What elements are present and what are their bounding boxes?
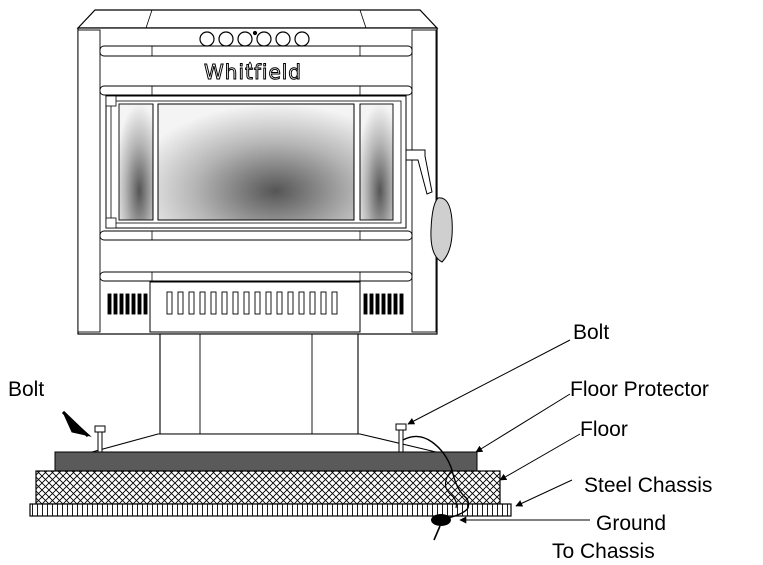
- left-bolt: [94, 425, 106, 453]
- handle-grip: [430, 197, 453, 263]
- ash-rail: [99, 271, 413, 282]
- lower-door-rail: [99, 230, 413, 241]
- flame-icon: [248, 61, 252, 70]
- upper-door-rail: [99, 85, 413, 96]
- base-plate: [91, 433, 437, 453]
- label-floor-protector: Floor Protector: [570, 378, 709, 401]
- left-side-vents: [107, 293, 148, 315]
- lower-hinge: [105, 217, 117, 229]
- steel-chassis: [29, 503, 512, 517]
- control-knobs: [199, 30, 310, 47]
- ground-lug: [431, 514, 451, 526]
- stove: Whitfield: [76, 9, 453, 453]
- pedestal: [159, 333, 359, 435]
- top-rail: [99, 45, 413, 57]
- label-bolt-right: Bolt: [573, 321, 609, 344]
- right-side-vents: [363, 293, 404, 315]
- label-steel-chassis: Steel Chassis: [584, 474, 712, 497]
- upper-hinge: [105, 95, 117, 107]
- brand-logo: Whitfield: [204, 60, 302, 84]
- ground-wire: [402, 435, 470, 519]
- left-side-glass: [118, 103, 154, 221]
- door-handle: [405, 149, 433, 195]
- right-side-glass: [359, 103, 394, 221]
- door-glass: [157, 103, 355, 221]
- arrow-floor: [499, 433, 581, 481]
- arrow-right-bolt: [407, 339, 571, 425]
- label-ground: Ground: [596, 512, 666, 535]
- arrow-floor-protector: [475, 393, 571, 453]
- label-floor: Floor: [580, 418, 628, 441]
- label-bolt-left: Bolt: [8, 378, 44, 401]
- stove-top-cap: [76, 9, 439, 29]
- floor: [35, 470, 501, 505]
- leader-arrows: [61, 339, 590, 524]
- center-vent-slots: [166, 291, 338, 315]
- arrow-steel-chassis: [515, 479, 573, 507]
- floor-protector: [54, 451, 478, 472]
- label-to-chassis: To Chassis: [552, 540, 655, 563]
- left-side-panel: [77, 29, 101, 333]
